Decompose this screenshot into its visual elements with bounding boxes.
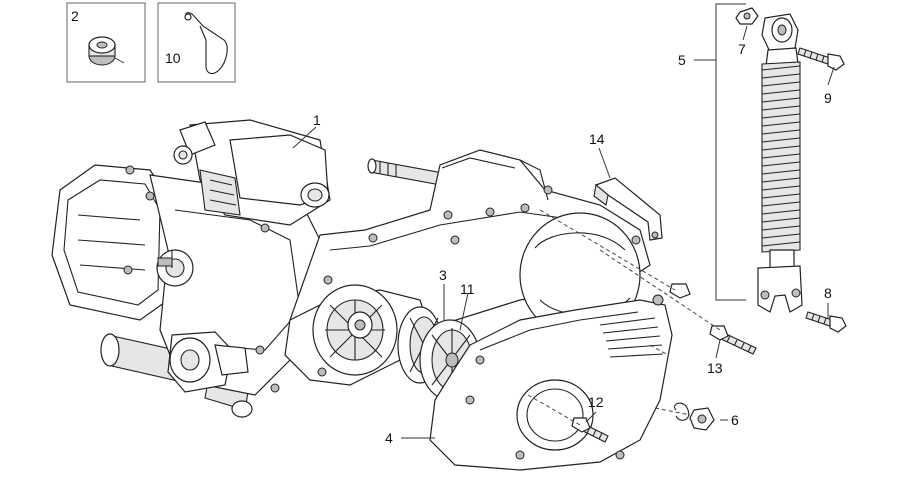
callout-4: 4 — [385, 430, 393, 446]
mounting-bolt-part-13 — [669, 283, 757, 355]
callout-13: 13 — [707, 360, 723, 376]
cover-bolt-part-12 — [571, 417, 609, 443]
inset-box-part-10 — [157, 2, 236, 83]
transmission-cover-part — [429, 294, 673, 471]
engine-assembly-part — [51, 119, 331, 418]
inset-box-part-2 — [66, 2, 146, 83]
callout-1: 1 — [313, 112, 321, 128]
leader-lines — [292, 25, 835, 439]
callout-11: 11 — [460, 281, 475, 297]
rear-shock-absorber-part — [715, 3, 803, 313]
callout-labels: 1 2 3 4 5 6 7 8 9 10 11 12 13 14 — [71, 8, 832, 446]
bottom-bolt-part-8 — [805, 311, 847, 333]
callout-7: 7 — [738, 41, 746, 57]
mounting-bracket-part — [593, 177, 663, 241]
wire-clip-part — [184, 12, 228, 75]
callout-10: 10 — [165, 50, 181, 66]
transmission-case-part — [284, 149, 651, 386]
callout-2: 2 — [71, 8, 79, 24]
callout-5: 5 — [678, 52, 686, 68]
top-nut-part-7 — [735, 7, 759, 25]
callout-9: 9 — [824, 90, 832, 106]
assembly-guide-lines — [527, 209, 721, 426]
callout-14: 14 — [589, 131, 605, 147]
callout-3: 3 — [439, 267, 447, 283]
top-bolt-part-9 — [797, 47, 845, 71]
spring-clip-part-6 — [674, 402, 715, 431]
callout-8: 8 — [824, 285, 832, 301]
callout-12: 12 — [588, 394, 604, 410]
callout-6: 6 — [731, 412, 739, 428]
rubber-bushing-part — [88, 36, 116, 66]
